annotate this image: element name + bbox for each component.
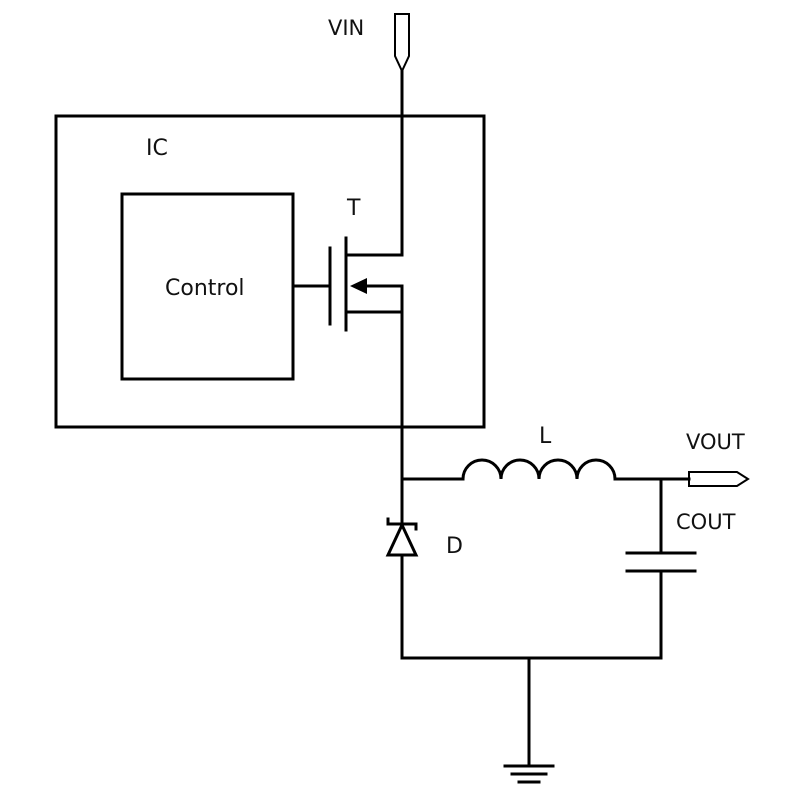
cout-label: COUT <box>676 510 736 534</box>
ic-label: IC <box>146 136 168 161</box>
inductor-label: L <box>539 424 552 449</box>
vin-label: VIN <box>328 16 364 40</box>
mosfet-t <box>328 236 404 332</box>
ground-icon <box>503 764 555 784</box>
vout-terminal <box>688 471 750 487</box>
diode-d <box>385 517 419 557</box>
body-arrow-icon <box>350 278 367 294</box>
transistor-label: T <box>346 196 361 221</box>
control-label: Control <box>165 276 245 301</box>
vin-terminal <box>394 13 410 74</box>
inductor-l <box>461 458 617 481</box>
ic-block <box>54 114 486 429</box>
diode-label: D <box>446 534 463 559</box>
vout-label: VOUT <box>686 430 745 454</box>
diode-triangle <box>385 521 419 557</box>
